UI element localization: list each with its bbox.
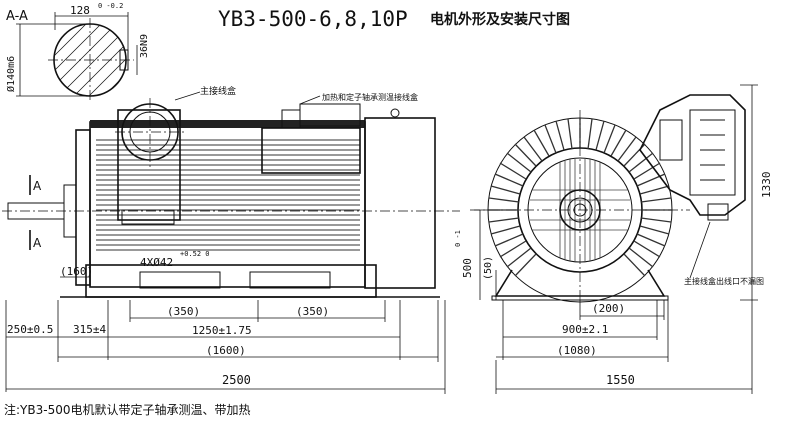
dim-315: 315±4 [73,323,106,336]
section-mark-upper: A [33,179,42,193]
mounting-feet [85,264,377,298]
dim-1080: (1080) [557,344,597,357]
dim-500-tol: 0 -1 [454,230,462,247]
dim-1550: 1550 [606,373,635,387]
lifting-eye [390,108,400,118]
aux-terminal-box [261,127,361,174]
dim-1330: 1330 [760,172,773,199]
drawing-note: 注:YB3-500电机默认带定子轴承测温、带加热 [4,402,250,417]
cooling-fins [96,139,360,251]
dim-key: 36N9 [139,34,150,58]
dim-500: 500 [461,258,474,278]
dim-1600: (1600) [206,344,246,357]
callout-main-box-rotation: 主接线盒出线口不漏图 [684,276,764,286]
callout-main-box: 主接线盒 [200,85,236,97]
dim-2500: 2500 [222,373,251,387]
dim-200: (200) [592,302,625,315]
end-shield [75,129,91,286]
dim-keyway-tol: 0 -0.2 [98,2,123,10]
drawing-title-subtitle: 电机外形及安装尺寸图 [430,11,570,28]
dim-keyway-width: 128 [70,4,90,17]
dim-160: (160) [60,265,93,278]
front-terminal-box [639,94,746,221]
dim-shaft-dia: Ø140m6 [5,56,17,92]
dim-50: (50) [483,256,494,280]
fan-cover [364,117,436,289]
dim-350-left: (350) [167,305,200,318]
dim-900: 900±2.1 [562,323,608,336]
dim-mount-holes: 4XØ42 [140,256,173,269]
front-view: 主接线盒出线口不漏图 1330 500 0 -1 (50) (200) 900±… [454,84,773,394]
side-view: A A [2,85,460,394]
dim-250: 250±0.5 [7,323,53,336]
callout-aux-box: 加热和定子轴承测温接线盒 [322,92,418,102]
dim-mount-holes-tol: +0.52 0 [180,250,210,258]
frame-top-band [90,120,365,128]
drawing-title-model: YB3-500-6,8,10P [218,7,408,31]
main-terminal-box [117,109,181,221]
dim-350-right: (350) [296,305,329,318]
section-mark-lower: A [33,236,42,250]
dim-1250: 1250±1.75 [192,324,252,337]
section-label: A-A [6,9,28,24]
section-view-a-a: A-A 128 0 -0.2 36N9 Ø [5,2,150,102]
